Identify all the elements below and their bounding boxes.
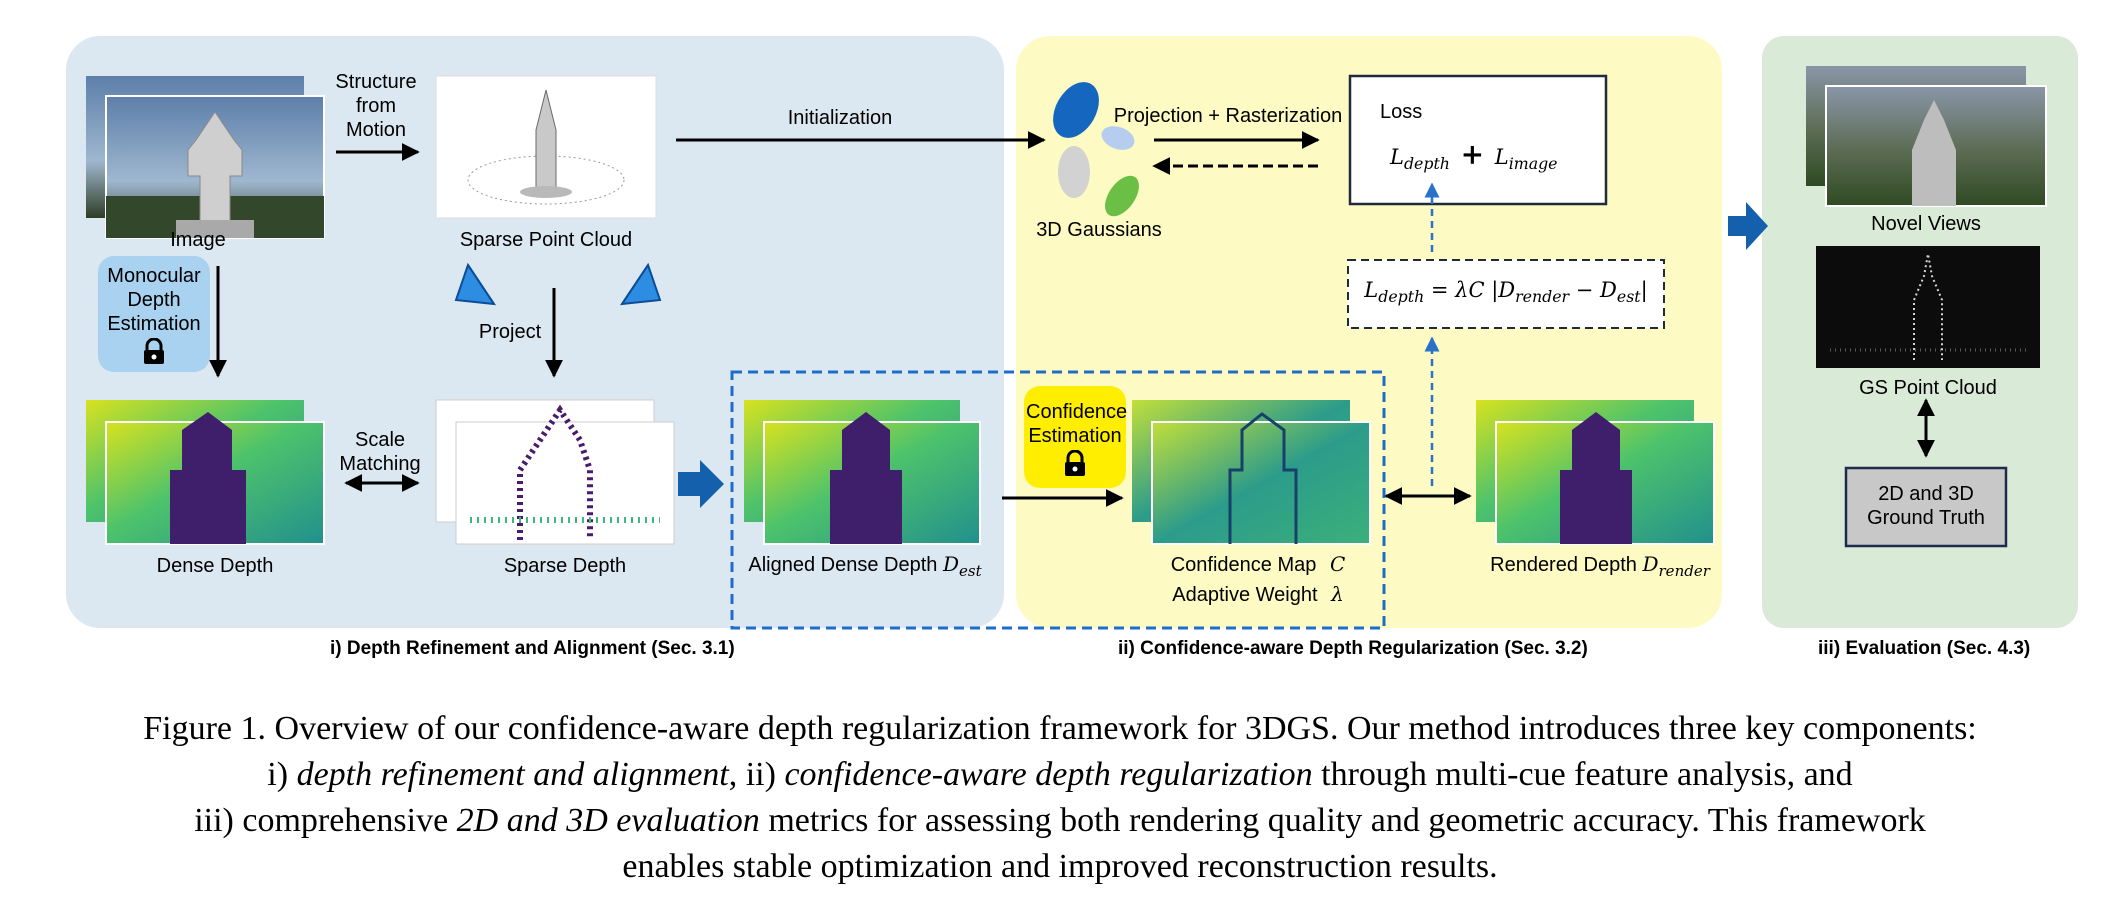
- monocular-depth-badge: Monocular Depth Estimation: [98, 256, 210, 372]
- sparse-point-cloud-label: Sparse Point Cloud: [459, 229, 633, 251]
- refinement-panel-title: i) Depth Refinement and Alignment (Sec. …: [330, 638, 735, 659]
- loss-title: Loss: [1380, 101, 1423, 123]
- confidence-estimation-badge: Confidence Estimation: [1024, 386, 1128, 488]
- gs-point-cloud-image: [1816, 246, 2040, 368]
- figure-caption: Figure 1. Overview of our confidence-awa…: [0, 706, 2120, 890]
- d-est-symbol: Dest: [942, 552, 982, 580]
- selection-dashed-box: [730, 370, 1386, 630]
- camera-frustum-icon: [619, 262, 662, 306]
- depth-loss-formula: Ldepth = λC |Drender − Dest|: [1364, 278, 1648, 307]
- projection-rasterization-label: Projection + Rasterization: [1113, 105, 1343, 127]
- project-label: Project: [478, 321, 542, 343]
- ground-truth-box: [1844, 466, 2008, 548]
- novel-views-label: Novel Views: [1871, 213, 1981, 235]
- adaptive-weight-label: Adaptive Weight λ: [1172, 582, 1344, 606]
- ground-truth-label: 2D and 3D Ground Truth: [1867, 483, 1985, 529]
- evaluation-panel-title: iii) Evaluation (Sec. 4.3): [1818, 638, 2031, 659]
- caption-line-3: iii) comprehensive 2D and 3D evaluation …: [194, 802, 1926, 839]
- figure-diagram: [66, 36, 2078, 630]
- scale-matching-label: Scale Matching: [339, 429, 421, 475]
- caption-line-1: Figure 1. Overview of our confidence-awa…: [143, 710, 1977, 747]
- initialization-label: Initialization: [787, 107, 893, 129]
- rendered-depth-image: [1476, 400, 1715, 545]
- aligned-dense-depth-image: [744, 400, 981, 545]
- sparse-point-cloud-image: [435, 75, 657, 219]
- d-render-symbol: Drender: [1642, 552, 1710, 580]
- sparse-depth-label: Sparse Depth: [503, 555, 627, 577]
- caption-line-4: enables stable optimization and improved…: [622, 848, 1498, 885]
- gaussians-label: 3D Gaussians: [1036, 219, 1162, 241]
- regularization-panel-title: ii) Confidence-aware Depth Regularizatio…: [1118, 638, 1588, 659]
- gaussians-icon: [1053, 82, 1139, 217]
- dense-depth-image: [86, 400, 325, 545]
- arrow-right-icon: [1728, 202, 1768, 250]
- rendered-depth-label: Rendered Depth Drender: [1490, 552, 1710, 580]
- gs-point-cloud-label: GS Point Cloud: [1859, 377, 1997, 399]
- loss-box: [1348, 74, 1608, 206]
- image-photo-stack: [86, 76, 325, 239]
- image-label: Image: [170, 229, 226, 251]
- lock-icon: [144, 337, 164, 364]
- confidence-map-label: Confidence Map C: [1170, 552, 1346, 576]
- novel-views-image: [1806, 66, 2047, 207]
- sparse-depth-image: [435, 399, 675, 545]
- camera-frustum-icon: [454, 262, 497, 306]
- caption-line-2: i) depth refinement and alignment, ii) c…: [267, 756, 1853, 793]
- monocular-label: Monocular Depth Estimation: [107, 265, 201, 335]
- confidence-symbol: C: [1329, 552, 1346, 576]
- sfm-label: Structure from Motion: [335, 71, 417, 141]
- dense-depth-label: Dense Depth: [156, 555, 274, 577]
- confidence-map-image: [1132, 400, 1371, 545]
- arrow-right-icon: [678, 460, 724, 508]
- total-loss-formula: Ldepth + Limage: [1390, 138, 1558, 174]
- depth-loss-box: [1347, 259, 1665, 329]
- adaptive-symbol: λ: [1331, 582, 1344, 606]
- confidence-estimation-label: Confidence Estimation: [1026, 401, 1128, 447]
- aligned-dense-depth-label: Aligned Dense Depth Dest: [748, 552, 982, 580]
- lock-icon: [1065, 449, 1085, 476]
